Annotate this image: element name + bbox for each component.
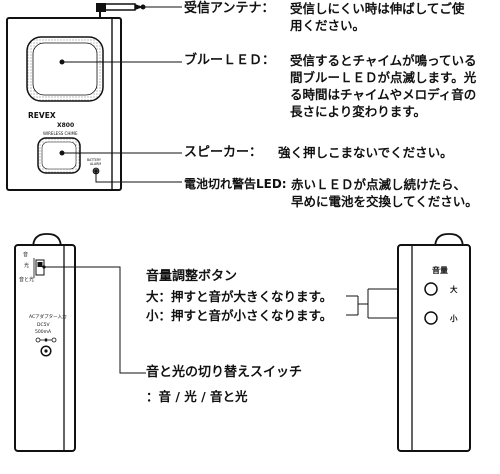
volume-callout-up: 大：押すと音が大きくなります。 <box>146 289 333 304</box>
speaker-callout-text: 強く押しこまないでください。 <box>278 145 453 160</box>
switch-label-light: 光 <box>24 262 29 269</box>
switch-label-both: 音と光 <box>19 276 34 283</box>
right-side-view: 音量 大 小 <box>397 233 471 452</box>
battery-led-callout-text: 赤いＬＥＤが点滅し続けたら、 早めに電池を交換してください。 <box>291 177 478 209</box>
adapter-voltage: DC5V <box>37 322 50 328</box>
battery-led-callout-label: 電池切れ警告LED: <box>184 177 287 191</box>
volume-up-button <box>424 282 438 296</box>
blue-led-callout-text: 受信するとチャイムが鳴っている 間ブルーＬＥＤが点滅します。光 る時間はチャイム… <box>290 53 477 119</box>
volume-panel-title: 音量 <box>432 265 448 275</box>
right-side-body <box>397 244 471 452</box>
blue-led-callout-label: ブルーＬＥＤ： <box>184 53 276 68</box>
adapter-current: 500mA <box>35 329 52 335</box>
model-number: X800 <box>57 122 74 129</box>
volume-callout-title: 音量調整ボタン <box>146 269 238 284</box>
left-side-view: 音 光 音と光 ACアダプター入力 DC5V 500mA <box>14 233 76 452</box>
antenna-callout-text: 受信しにくい時は伸ばしてご使 用ください。 <box>290 1 465 33</box>
battery-label-line2: ALARM <box>90 162 101 166</box>
battery-label-line1: BATTERY <box>87 158 101 162</box>
brand-logo: REVEX <box>28 111 56 120</box>
switch-callout-line <box>44 266 146 374</box>
antenna-callout-label: 受信アンテナ： <box>184 1 275 16</box>
volume-down-button <box>424 311 438 325</box>
volume-callout-down: 小：押すと音が小さくなります。 <box>146 308 333 323</box>
speaker-callout-label: スピーカー： <box>184 145 263 160</box>
antenna <box>104 3 136 11</box>
switch-callout-options: ：音 / 光 / 音と光 <box>146 389 248 404</box>
volume-up-label: 大 <box>450 284 458 294</box>
switch-callout-title: 音と光の切り替えスイッチ <box>146 365 303 380</box>
front-callout-lines <box>59 4 182 183</box>
switch-label-sound: 音 <box>23 251 28 258</box>
product-name: WIRELESS CHIME <box>43 131 78 136</box>
volume-down-label: 小 <box>450 313 458 323</box>
front-view: REVEX X800 WIRELESS CHIME BATTERY ALARM <box>6 3 143 191</box>
adapter-label: ACアダプター入力 <box>29 313 67 320</box>
